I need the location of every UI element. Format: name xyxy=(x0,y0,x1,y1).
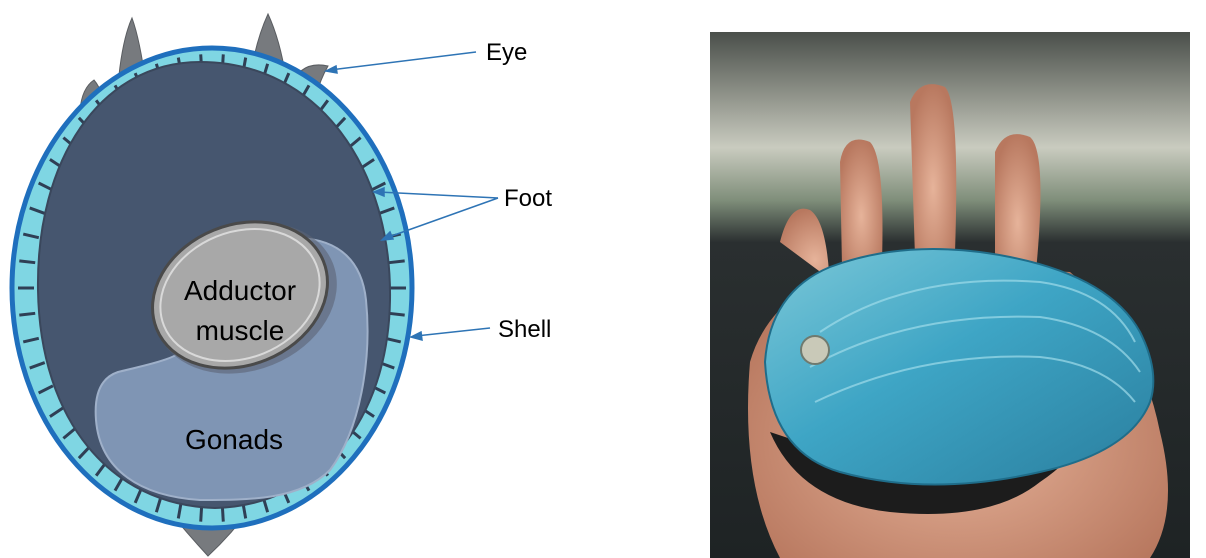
shell-arrow xyxy=(416,328,490,336)
foot-label: Foot xyxy=(504,185,552,212)
foot-bristle xyxy=(19,261,35,263)
gonads-label: Gonads xyxy=(185,424,283,455)
abalone-photo xyxy=(710,32,1190,558)
eye-arrow xyxy=(330,52,476,70)
shell-arrowhead xyxy=(411,332,422,340)
foot-bristle xyxy=(389,313,405,315)
adductor-label-line1: Adductor xyxy=(184,275,296,306)
eye-label: Eye xyxy=(486,39,527,66)
abalone-anatomy-diagram: Eye Foot Shell Adductor muscle Gonads xyxy=(0,0,700,558)
foot-bristle xyxy=(389,261,405,263)
foot-bristle xyxy=(19,313,35,315)
adductor-label-line2: muscle xyxy=(196,315,285,346)
shell-label: Shell xyxy=(498,316,551,343)
shell-apex xyxy=(801,336,829,364)
